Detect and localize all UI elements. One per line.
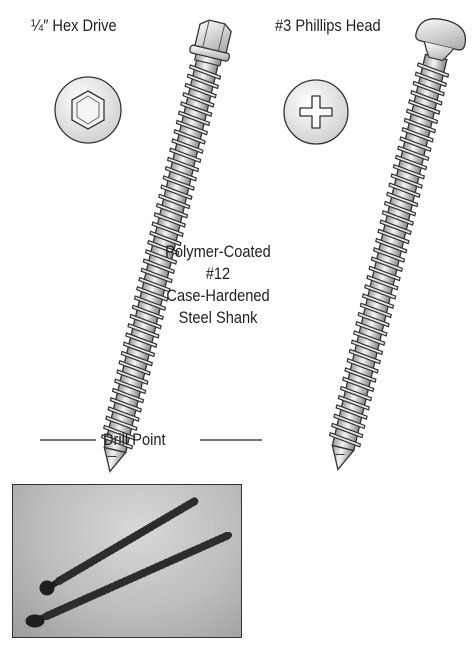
thread-ridge [140,267,173,284]
thread-ridge [414,71,448,88]
thread-ridge [403,117,437,134]
thread-ridge [388,182,421,199]
phillips-screw [328,18,467,471]
thread-ridge [394,154,428,171]
thread-ridge [328,431,362,448]
screws-photo-image [25,497,233,628]
thread-ridge [173,128,206,145]
thread-ridge [346,357,379,374]
thread-ridge [335,404,368,420]
thread-ridge [125,332,158,349]
thread-ridge [129,313,162,330]
thread-ridge [120,350,153,367]
thread-ridge [337,394,370,411]
phillips-head-label: #3 Phillips Head [275,16,381,35]
thread-ridge [361,293,395,310]
thread-ridge [160,184,193,201]
product-photo [12,484,242,638]
thread-ridge [381,210,414,226]
thread-ridge [180,101,213,117]
thread-ridge [100,433,134,450]
thread-ridge [392,163,426,180]
thread-ridge [397,145,430,162]
hex-drive-label: ¼″ Hex Drive [31,16,117,35]
screw-illustrations [40,18,467,473]
thread-ridge [175,119,209,136]
thread-ridge [136,285,169,302]
thread-ridge [164,165,198,182]
thread-ridge [350,339,384,356]
thread-ridge [390,173,423,189]
thread-ridge [383,200,417,217]
thread-ridge [131,304,164,321]
thread-ridge [368,265,401,282]
thread-ridge [114,378,147,395]
thread-ridge [147,239,180,256]
hex-drive-icon [54,76,122,144]
thread-ridge [386,191,419,208]
thread-ridge [331,422,364,439]
thread-ridge [412,80,445,97]
phillips-head-icon [283,79,349,145]
thread-ridge [162,175,195,191]
thread-ridge [333,413,366,430]
thread-ridge [184,82,217,99]
thread-ridge [348,348,381,365]
thread-ridge [166,156,200,173]
thread-ridge [151,221,184,238]
thread-ridge [177,110,211,127]
hex-screw [100,19,232,473]
thread-ridge [142,258,175,275]
thread-ridge [182,91,215,108]
shank-label-line3: Case-Hardened [166,286,270,305]
thread-ridge [364,283,397,300]
thread-ridge [339,385,373,402]
thread-ridge [405,108,439,125]
thread-ridge [377,228,410,245]
thread-ridge [353,330,386,347]
thread-ridge [111,387,145,404]
thread-ridge [118,359,151,376]
thread-ridge [370,256,403,273]
thread-ridge [169,147,202,164]
shank-label-line4: Steel Shank [178,308,258,327]
thread-ridge [379,219,412,236]
thread-ridge [372,247,406,263]
thread-ridge [401,126,434,143]
thread-ridge [149,230,182,247]
shank-label-line2: #12 [205,264,231,283]
thread-ridge [127,322,160,339]
thread-ridge [342,376,375,393]
thread-ridge [107,406,140,422]
drill-point-label: Drill Point [103,430,166,449]
thread-ridge [144,249,178,265]
thread-ridge [399,136,432,152]
thread-ridge [408,99,441,115]
thread-ridge [357,311,390,328]
thread-ridge [171,138,204,154]
thread-ridge [153,212,186,228]
thread-ridge [105,415,138,432]
thread-ridge [116,369,149,385]
thread-ridge [375,237,408,254]
thread-ridge [155,202,189,219]
thread-ridge [122,341,156,358]
thread-ridge [103,424,136,441]
thread-ridge [158,193,191,210]
thread-ridge [355,320,388,337]
thread-ridge [410,89,443,106]
thread-ridge [359,302,392,319]
thread-ridge [109,396,142,413]
shank-label-line1: Polymer-Coated [165,242,271,261]
thread-ridge [138,276,171,293]
thread-ridge [188,64,222,81]
thread-ridge [416,62,450,79]
thread-ridge [366,274,399,291]
thread-ridge [133,295,167,312]
thread-ridge [344,367,377,383]
thread-ridge [186,73,220,90]
